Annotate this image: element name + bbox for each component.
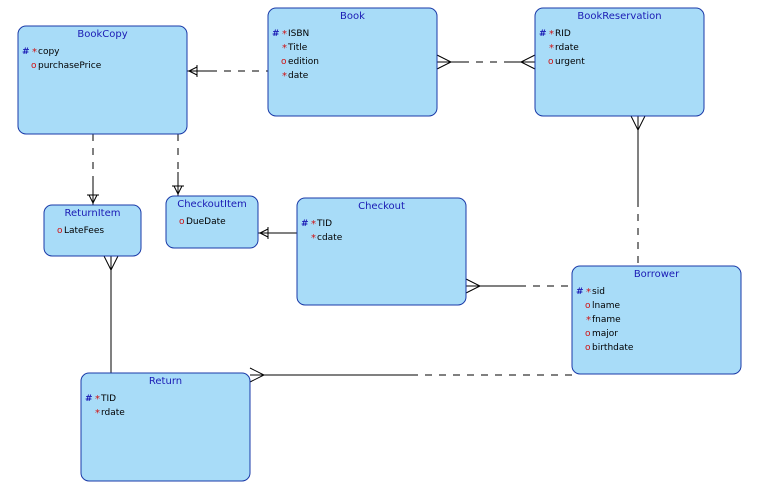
- entity-title: Return: [149, 376, 182, 387]
- attribute-name: Title: [287, 43, 308, 53]
- attribute-name: TID: [100, 394, 116, 404]
- primary-key-marker: #: [539, 29, 547, 39]
- relationship-checkout-borrower: [465, 278, 572, 294]
- relationship-bookcopy-returnitem-to-one-foot: [88, 194, 98, 205]
- entity-checkout[interactable]: Checkout #*TID*cdate: [296, 197, 467, 306]
- required-marker: *: [549, 43, 554, 54]
- primary-key-marker: #: [576, 287, 584, 297]
- relationship-checkout-borrower-from-crowfoot: [465, 278, 482, 294]
- relationship-book-bookreservation-from-crowfoot: [436, 54, 453, 70]
- relationship-bookreservation-borrower-from-crowfoot: [630, 115, 646, 132]
- entity-title: ReturnItem: [65, 208, 121, 219]
- required-marker: *: [549, 29, 554, 40]
- relationship-bookreservation-borrower: [630, 115, 646, 266]
- entity-box[interactable]: [534, 7, 705, 117]
- required-marker: *: [282, 29, 287, 40]
- entity-box[interactable]: [296, 197, 467, 306]
- attribute-name: edition: [288, 57, 319, 67]
- relationship-returnitem-return-from-crowfoot: [103, 255, 119, 272]
- relationship-bookcopy-checkoutitem-to-one-foot: [173, 185, 183, 196]
- primary-key-marker: #: [22, 47, 30, 57]
- required-marker: *: [586, 315, 591, 326]
- required-marker: *: [311, 219, 316, 230]
- attribute-name: rdate: [555, 43, 579, 53]
- relationship-returnitem-return: [103, 255, 119, 373]
- attribute-name: rdate: [101, 408, 125, 418]
- primary-key-marker: #: [272, 29, 280, 39]
- optional-marker: o: [179, 217, 185, 227]
- entity-title: CheckoutItem: [177, 199, 247, 210]
- entity-box[interactable]: [267, 7, 438, 117]
- relationship-bookcopy-book-from-one-foot: [187, 66, 198, 76]
- relationship-layer: [87, 54, 646, 383]
- required-marker: *: [586, 287, 591, 298]
- attribute-name: lname: [592, 301, 620, 311]
- relationship-book-bookreservation: [436, 54, 536, 70]
- attribute-name: urgent: [555, 57, 585, 67]
- entity-box[interactable]: [43, 204, 142, 257]
- optional-marker: o: [585, 329, 591, 339]
- required-marker: *: [95, 408, 100, 419]
- attribute-name: DueDate: [186, 217, 226, 227]
- optional-marker: o: [548, 57, 554, 67]
- entity-title: BookReservation: [577, 11, 661, 22]
- attribute-name: LateFees: [64, 226, 104, 236]
- required-marker: *: [311, 233, 316, 244]
- primary-key-marker: #: [301, 219, 309, 229]
- required-marker: *: [32, 47, 37, 58]
- attribute-name: fname: [592, 315, 621, 325]
- optional-marker: o: [281, 57, 287, 67]
- relationship-return-borrower: [249, 367, 572, 383]
- required-marker: *: [282, 71, 287, 82]
- primary-key-marker: #: [85, 394, 93, 404]
- relationship-checkoutitem-checkout: [258, 227, 297, 239]
- entity-title: BookCopy: [77, 29, 127, 40]
- entity-box[interactable]: [165, 195, 259, 249]
- entity-title: Checkout: [358, 201, 405, 212]
- entity-title: Book: [340, 11, 365, 22]
- optional-marker: o: [585, 301, 591, 311]
- relationship-book-bookreservation-to-crowfoot: [519, 54, 536, 70]
- attribute-name: TID: [316, 219, 332, 229]
- attribute-name: cdate: [317, 233, 343, 243]
- attribute-name: copy: [38, 47, 60, 57]
- attribute-name: ISBN: [288, 29, 309, 39]
- entity-box[interactable]: [571, 265, 742, 375]
- entity-box[interactable]: [80, 372, 251, 482]
- attribute-name: RID: [555, 29, 571, 39]
- relationship-bookcopy-book: [187, 65, 268, 77]
- relationship-return-borrower-from-crowfoot: [249, 367, 266, 383]
- relationship-bookcopy-returnitem: [87, 134, 99, 205]
- required-marker: *: [282, 43, 287, 54]
- relationship-checkoutitem-checkout-from-one-foot: [258, 228, 269, 238]
- entity-return[interactable]: Return #*TID*rdate: [80, 372, 251, 482]
- relationship-bookcopy-checkoutitem: [172, 134, 184, 196]
- required-marker: *: [95, 394, 100, 405]
- attribute-name: date: [288, 71, 309, 81]
- attribute-name: purchasePrice: [38, 61, 102, 71]
- attribute-name: birthdate: [592, 343, 634, 353]
- optional-marker: o: [585, 343, 591, 353]
- attribute-name: major: [592, 329, 618, 339]
- attribute-name: sid: [592, 287, 605, 297]
- optional-marker: o: [57, 226, 63, 236]
- entity-box[interactable]: [17, 25, 188, 135]
- entity-title: Borrower: [634, 269, 680, 280]
- optional-marker: o: [31, 61, 37, 71]
